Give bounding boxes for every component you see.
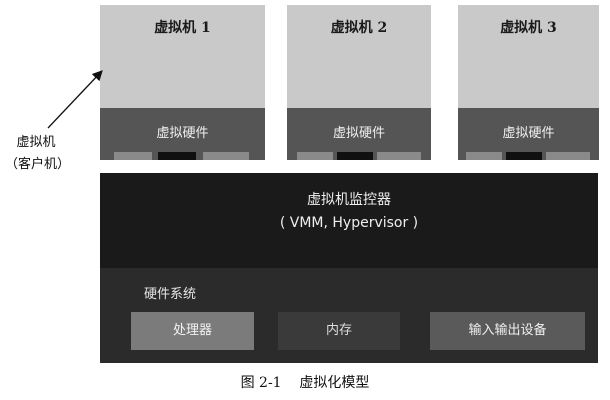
vm-2-hardware-label: 虚拟硬件 <box>332 126 385 141</box>
vm-2-slot-3 <box>377 152 421 160</box>
pointer-arrow-icon <box>47 70 103 129</box>
vm-2-virtual-hardware: 虚拟硬件 <box>287 108 431 160</box>
guest-label-line2: （客户机） <box>5 157 71 172</box>
vm-2-slot-2 <box>337 152 373 160</box>
vm-2-slot-1 <box>297 152 333 160</box>
processor-box: 处理器 <box>131 312 254 350</box>
vmm-subtitle: ( VMM, Hypervisor ) <box>279 215 419 231</box>
virtual-machine-3: 虚拟机 3 虚拟硬件 <box>458 5 599 160</box>
vm-3-hardware-label: 虚拟硬件 <box>502 126 555 141</box>
vm-1-slot-3 <box>203 152 249 160</box>
vm-1-slot-1 <box>114 152 152 160</box>
vm-1-virtual-hardware: 虚拟硬件 <box>100 108 265 160</box>
vm-2-body: 虚拟机 2 <box>287 5 431 108</box>
vm-1-title: 虚拟机 1 <box>154 20 211 36</box>
memory-box: 内存 <box>278 312 400 350</box>
vm-3-slot-3 <box>546 152 590 160</box>
figure-caption: 图 2-1 虚拟化模型 <box>240 375 370 391</box>
io-devices-box: 输入输出设备 <box>430 312 585 350</box>
guest-label-line1: 虚拟机 <box>16 135 56 150</box>
virtual-machine-2: 虚拟机 2 虚拟硬件 <box>287 5 431 160</box>
vm-3-title: 虚拟机 3 <box>500 20 557 36</box>
hardware-system-label: 硬件系统 <box>144 287 197 302</box>
vm-3-body: 虚拟机 3 <box>458 5 599 108</box>
vm-3-slot-1 <box>466 152 502 160</box>
guest-machine-label: 虚拟机 （客户机） <box>5 132 71 176</box>
vm-1-hardware-label: 虚拟硬件 <box>156 126 209 141</box>
hypervisor-layer: 虚拟机监控器 ( VMM, Hypervisor ) <box>100 173 598 268</box>
virtual-machine-1: 虚拟机 1 虚拟硬件 <box>100 5 265 160</box>
vm-1-slot-2 <box>158 152 196 160</box>
hardware-system-layer: 硬件系统 处理器 内存 输入输出设备 <box>100 268 598 363</box>
vm-1-body: 虚拟机 1 <box>100 5 265 108</box>
vm-3-slot-2 <box>506 152 542 160</box>
vm-2-title: 虚拟机 2 <box>330 20 388 36</box>
vm-3-virtual-hardware: 虚拟硬件 <box>458 108 599 160</box>
vmm-title: 虚拟机监控器 <box>307 192 391 208</box>
